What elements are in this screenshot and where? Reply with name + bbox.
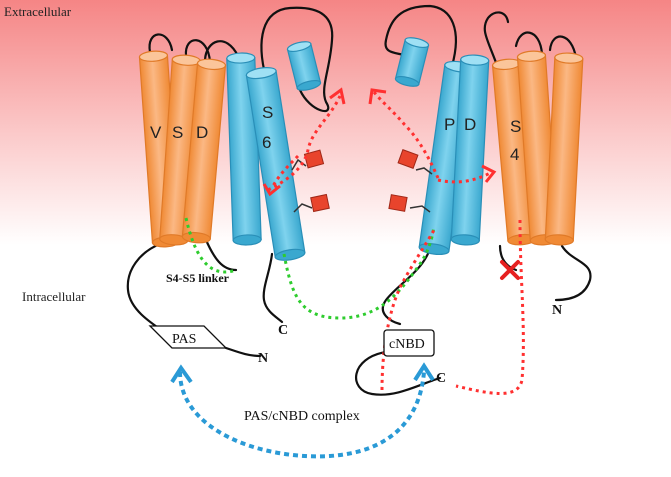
- red-path-right-pore: [372, 91, 440, 179]
- cnbd-domain: [383, 329, 435, 357]
- loop-left-vsd-2: [184, 39, 212, 64]
- red-arrowhead-left-down: [262, 183, 281, 197]
- intracellular-label: Intracellular: [22, 289, 86, 304]
- ligand-stalk-right-2: [409, 205, 431, 213]
- loop-left-vsd-3: [203, 40, 240, 62]
- right-pore-helix-s5: [450, 54, 490, 246]
- cnbd-label: cNBD: [389, 337, 425, 352]
- mutation-x-icon: [500, 260, 520, 280]
- red-path-left-pore: [267, 95, 342, 192]
- blue-arrowhead-left: [170, 364, 193, 384]
- helix-label-s6-s: S: [262, 103, 273, 122]
- ligand-right-1: [397, 149, 419, 169]
- blue-arrowhead-right: [413, 362, 435, 382]
- left-pore-helix-s6: [245, 67, 306, 261]
- ligand-left-2: [310, 193, 330, 213]
- helix-label-p: P: [444, 115, 455, 134]
- loop-left-pore-top: [260, 6, 334, 112]
- red-path-right-mid: [437, 170, 493, 184]
- loop-right-pore-to-cnbd: [381, 240, 434, 326]
- red-arrowhead-right-up: [368, 88, 387, 105]
- loop-left-vsd-1: [148, 33, 174, 54]
- extracellular-label: Extracellular: [4, 4, 72, 19]
- ligand-stalk-left-2: [293, 203, 313, 213]
- c-terminus-right: C: [436, 371, 446, 386]
- blue-complex-arc: [178, 371, 426, 459]
- n-terminus-right: N: [552, 303, 562, 318]
- loop-right-vsd-2: [514, 31, 544, 56]
- loop-right-n-tail: [554, 244, 592, 302]
- loop-right-vsd-3: [548, 35, 578, 60]
- ligand-right-2: [388, 194, 408, 212]
- complex-label: PAS/cNBD complex: [244, 409, 360, 424]
- helix-label-s4-s: S: [510, 117, 521, 136]
- red-arrowhead-left-up: [329, 87, 346, 105]
- red-path-left-down: [270, 154, 300, 189]
- pas-label: PAS: [172, 332, 196, 347]
- helix-label-s-left: S: [172, 123, 183, 142]
- left-pore-helix-short: [286, 41, 322, 91]
- right-vsd-helix-1: [491, 58, 537, 246]
- loop-right-pore-top: [384, 4, 457, 68]
- red-path-s4-to-c: [455, 219, 525, 395]
- loop-cnbd-to-c: [355, 350, 442, 396]
- right-pore-helix-short: [394, 37, 430, 87]
- ligand-stalk-right-1: [415, 167, 433, 175]
- left-vsd-helix-3: [181, 58, 227, 244]
- right-vsd-helix-3: [544, 52, 584, 246]
- red-arrowhead-right-mid: [481, 164, 497, 183]
- n-terminus-left: N: [258, 351, 268, 366]
- helix-label-d-left: D: [196, 123, 208, 142]
- green-coupling-path-left: [184, 217, 237, 274]
- helix-label-s4-4: 4: [510, 145, 519, 164]
- loop-right-vsd-1: [483, 11, 510, 70]
- ligand-left-1: [303, 149, 325, 169]
- loop-left-s6-tail: [262, 252, 284, 324]
- helix-label-d-right: D: [464, 115, 476, 134]
- linker-label: S4-S5 linker: [166, 271, 230, 285]
- helix-label-s6-6: 6: [262, 133, 271, 152]
- c-terminus-left: C: [278, 323, 288, 338]
- helix-label-v: V: [150, 123, 162, 142]
- pas-domain: [148, 325, 228, 349]
- loop-pas-to-n: [224, 346, 262, 358]
- green-coupling-path-long: [282, 225, 436, 320]
